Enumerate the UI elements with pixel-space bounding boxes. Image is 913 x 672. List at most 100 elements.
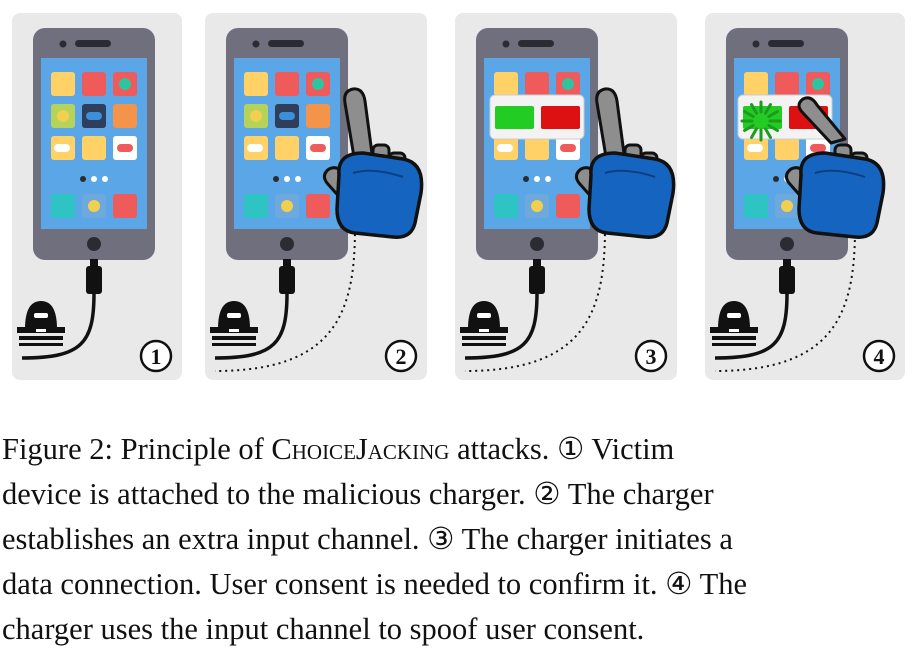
- app-icon: [525, 72, 549, 96]
- palm-plate-line: [352, 169, 404, 178]
- step-number: 3: [634, 339, 668, 373]
- robot-hand-icon: [784, 96, 886, 239]
- cable-line: [21, 292, 96, 360]
- caption-line-2: device is attached to the malicious char…: [2, 477, 714, 511]
- caption-line-4: data connection. User consent is needed …: [2, 567, 748, 601]
- caption-line-1-tail: attacks. ① Victim: [457, 432, 675, 466]
- speaker-grille: [75, 40, 111, 47]
- page-dot: [523, 176, 529, 182]
- front-camera-icon: [59, 40, 67, 48]
- caption-line-3: establishes an extra input channel. ③ Th…: [2, 522, 733, 556]
- burst-ray: [767, 124, 779, 132]
- robot-hand-icon: [322, 87, 424, 239]
- eyes-visor: [477, 313, 491, 318]
- app-glyph: [57, 110, 69, 122]
- step-label: 1: [151, 344, 162, 369]
- laptop-logo: [229, 329, 239, 332]
- home-button: [280, 237, 294, 251]
- app-icon: [775, 72, 799, 96]
- desk-line: [212, 336, 256, 340]
- dock-glyph: [281, 200, 293, 212]
- speaker-grille: [768, 40, 804, 47]
- usb-cable: [714, 259, 795, 360]
- cable-line: [464, 292, 539, 360]
- step-label: 2: [396, 344, 407, 369]
- app-glyph: [119, 78, 131, 90]
- step-circle: [634, 339, 668, 373]
- cable-line: [214, 292, 289, 360]
- consent-dialog: [489, 94, 585, 140]
- dock-glyph: [88, 200, 100, 212]
- burst-ray: [750, 127, 758, 139]
- step-label: 3: [646, 344, 657, 369]
- page-dot: [80, 176, 86, 182]
- palm-plate-line: [604, 169, 656, 178]
- connector-neck: [283, 259, 291, 267]
- eyes-visor: [34, 313, 48, 318]
- page-dot: [295, 176, 301, 182]
- caption-lead: Principle of: [120, 432, 264, 466]
- panel-1-victim-attached: 1: [12, 13, 182, 380]
- caption-line-5: charger uses the input channel to spoof …: [2, 612, 645, 646]
- laptop-logo: [36, 329, 46, 332]
- eyes-visor: [727, 313, 741, 318]
- eyes-visor: [227, 313, 241, 318]
- index-finger: [595, 87, 627, 165]
- app-icon: [113, 104, 137, 128]
- app-glyph: [85, 144, 103, 152]
- app-glyph: [278, 144, 296, 152]
- usb-cable: [214, 259, 295, 360]
- phone: [226, 28, 348, 260]
- app-icon: [494, 72, 518, 96]
- laptop-logo: [729, 329, 739, 332]
- dock-icon: [494, 194, 518, 218]
- burst-ray: [743, 110, 755, 118]
- step-circle: [862, 339, 896, 373]
- app-glyph: [54, 144, 70, 152]
- phone: [33, 28, 155, 260]
- burst-ray: [764, 127, 772, 139]
- burst-ray: [764, 103, 772, 115]
- dock-icon: [51, 194, 75, 218]
- dock-icon: [113, 194, 137, 218]
- dock-icon: [744, 194, 768, 218]
- dock-icon: [244, 194, 268, 218]
- app-glyph: [812, 78, 824, 90]
- connector-neck: [90, 259, 98, 267]
- attack-name: ChoiceJacking: [271, 432, 450, 466]
- app-glyph: [247, 144, 263, 152]
- desk-line: [462, 336, 506, 340]
- dock: [494, 194, 580, 218]
- desk-line: [19, 343, 63, 346]
- usb-cable: [21, 259, 102, 360]
- page-dot: [102, 176, 108, 182]
- panel-3-consent-dialog: 3: [455, 13, 677, 380]
- app-glyph: [778, 144, 796, 152]
- burst-ray: [743, 124, 755, 132]
- home-button: [780, 237, 794, 251]
- dock-icon: [306, 194, 330, 218]
- app-glyph: [562, 78, 574, 90]
- app-glyph: [117, 144, 133, 152]
- accept-button: [743, 106, 782, 129]
- page-dot: [534, 176, 540, 182]
- step-number: 4: [862, 339, 896, 373]
- dock: [244, 194, 330, 218]
- app-icon: [51, 72, 75, 96]
- step-circle: [384, 339, 418, 373]
- robot-hand-icon: [574, 87, 676, 239]
- app-icons: [51, 72, 137, 160]
- tap-burst-icon: [740, 100, 782, 142]
- app-glyph: [747, 144, 763, 152]
- caption-line-1: Figure 2: Principle of ChoiceJacking att…: [2, 427, 912, 472]
- desk-line: [212, 343, 256, 346]
- app-glyph: [560, 144, 576, 152]
- usb-plug: [86, 266, 102, 294]
- attack-figure: 1 2 3 4: [12, 13, 905, 380]
- wireless-input-link: [214, 227, 356, 372]
- figure-caption: Figure 2: Principle of ChoiceJacking att…: [2, 427, 912, 652]
- palm-plate-line: [814, 169, 866, 178]
- usb-plug: [529, 266, 545, 294]
- cable-line: [714, 292, 789, 360]
- app-glyph: [279, 112, 295, 120]
